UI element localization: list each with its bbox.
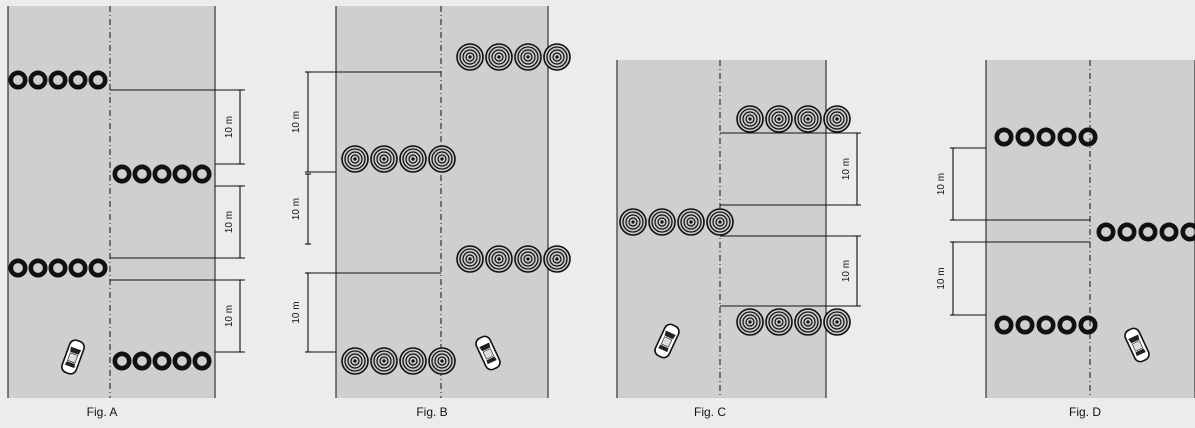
figure-a: 10 m 10 m 10 m Fig. A — [7, 6, 245, 419]
dimension-label: 10 m — [936, 173, 947, 195]
coil-tyre-icon — [514, 245, 542, 273]
dimension-marker-2: 10 m — [841, 235, 860, 307]
dimension-marker-1: 10 m — [841, 132, 860, 206]
dimension-marker-2: 10 m — [291, 173, 311, 245]
dimension-marker-1: 10 m — [224, 89, 243, 165]
dimension-label: 10 m — [291, 111, 302, 133]
coil-tyre-icon — [619, 208, 647, 236]
dimension-marker-2: 10 m — [936, 241, 956, 316]
dimension-marker-2: 10 m — [224, 185, 243, 259]
coil-tyre-icon — [341, 145, 369, 173]
figure-c: 10 m 10 m Fig. C — [616, 60, 861, 419]
coil-tyre-icon — [794, 308, 822, 336]
coil-tyre-icon — [370, 347, 398, 375]
dimension-label: 10 m — [224, 211, 235, 233]
coil-tyre-icon — [736, 105, 764, 133]
coil-tyre-icon — [677, 208, 705, 236]
dimension-label: 10 m — [291, 198, 302, 220]
coil-tyre-icon — [543, 43, 571, 71]
coil-tyre-icon — [456, 245, 484, 273]
coil-tyre-icon — [341, 347, 369, 375]
coil-tyre-icon — [823, 308, 851, 336]
coil-tyre-icon — [456, 43, 484, 71]
coil-tyre-icon — [485, 43, 513, 71]
coil-tyre-icon — [794, 105, 822, 133]
figure-caption: Fig. C — [694, 405, 726, 419]
coil-tyre-icon — [514, 43, 542, 71]
coil-tyre-icon — [765, 308, 793, 336]
dimension-label: 10 m — [224, 116, 235, 138]
coil-tyre-icon — [485, 245, 513, 273]
dimension-marker-3: 10 m — [291, 272, 311, 353]
coil-tyre-icon — [428, 145, 456, 173]
dimension-marker-1: 10 m — [291, 71, 311, 173]
coil-tyre-icon — [399, 145, 427, 173]
dimension-label: 10 m — [841, 260, 852, 282]
coil-tyre-icon — [543, 245, 571, 273]
coil-tyre-icon — [765, 105, 793, 133]
dimension-label: 10 m — [936, 267, 947, 289]
coil-tyre-icon — [706, 208, 734, 236]
dimension-label: 10 m — [841, 158, 852, 180]
road-surface — [8, 6, 215, 398]
figure-caption: Fig. A — [87, 405, 118, 419]
coil-tyre-icon — [823, 105, 851, 133]
coil-tyre-icon — [736, 308, 764, 336]
figure-b: 10 m 10 m 10 m Fig. B — [291, 6, 571, 419]
figure-d: 10 m 10 m Fig. D — [936, 60, 1195, 419]
coil-tyre-icon — [399, 347, 427, 375]
dimension-marker-3: 10 m — [224, 279, 243, 353]
figure-caption: Fig. D — [1069, 405, 1101, 419]
dimension-label: 10 m — [291, 301, 302, 323]
dimension-label: 10 m — [224, 305, 235, 327]
figure-caption: Fig. B — [416, 405, 447, 419]
coil-tyre-icon — [370, 145, 398, 173]
road-surface — [336, 6, 548, 398]
dimension-marker-1: 10 m — [936, 147, 956, 221]
coil-tyre-icon — [428, 347, 456, 375]
coil-tyre-icon — [648, 208, 676, 236]
